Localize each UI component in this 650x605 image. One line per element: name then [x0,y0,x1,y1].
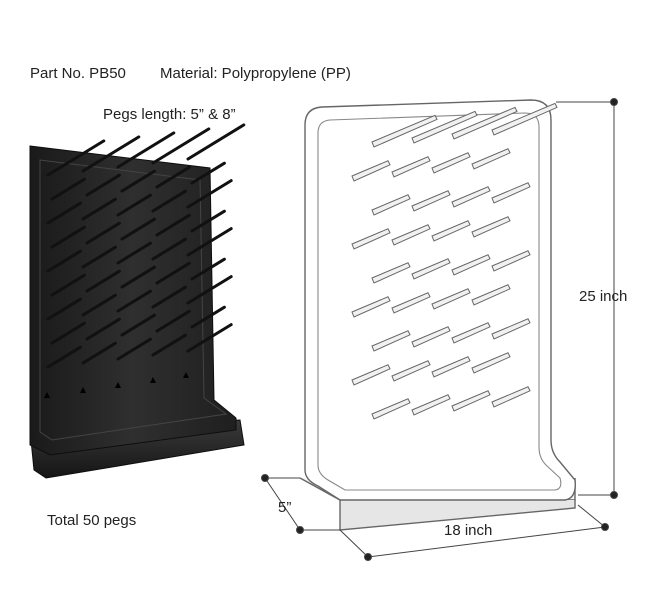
outline-peg [431,152,471,174]
outline-peg [411,394,451,416]
outline-peg [391,292,431,314]
rack-peg [81,135,141,173]
rack-peg [186,123,246,161]
rack-peg [190,257,226,281]
rack-peg [81,293,117,317]
outline-peg [351,364,391,386]
part-number-label: Part No. PB50 [30,65,126,82]
dimension-lines [261,98,618,561]
outline-peg [351,296,391,318]
rack-peg [81,245,117,269]
outline-peg [471,148,511,170]
outline-peg [491,386,531,408]
outline-peg [451,390,491,412]
rack-peg [190,305,226,329]
rack-peg [81,341,117,365]
outline-peg [471,352,511,374]
rack-peg [190,161,226,185]
outline-base-bottom [339,500,576,531]
rack-peg [116,131,176,169]
total-pegs-label: Total 50 pegs [47,512,137,529]
rack-peg [116,193,152,217]
outline-peg [411,190,451,212]
rack-peg [116,337,152,361]
rack-peg [116,241,152,265]
rack-peg [116,289,152,313]
rack-peg [85,221,121,245]
rack-peg [46,345,82,369]
rack-peg [46,297,82,321]
rack-peg [151,285,187,309]
outline-peg [391,224,431,246]
outline-peg [451,186,491,208]
rack-inner-rim [39,159,228,441]
outline-peg [451,254,491,276]
rack-peg [46,201,82,225]
rack-peg [85,269,121,293]
outline-peg [371,330,411,352]
outline-peg [431,288,471,310]
rack-peg [155,309,191,333]
rack-peg [50,273,86,297]
outline-peg [431,220,471,242]
outline-peg [491,102,558,136]
rack-peg [155,213,191,237]
outline-peg [451,322,491,344]
outline-peg [371,194,411,216]
rack-peg [190,209,226,233]
rack-peg [186,227,233,257]
rack-peg [120,313,156,337]
width-dimension-label: 18 inch [444,522,493,539]
material-label: Material: Polypropylene (PP) [160,65,351,82]
outline-peg [451,106,518,140]
outline-peg [351,160,391,182]
outline-peg [391,156,431,178]
rack-peg [151,237,187,261]
outline-pegs [351,102,558,420]
rack-peg [151,333,187,357]
outline-peg [471,216,511,238]
rack-pegs [46,123,246,369]
outline-peg [411,258,451,280]
outline-peg [371,262,411,284]
height-dimension-label: 25 inch [579,288,628,305]
outline-peg [351,228,391,250]
rack-peg [50,321,86,345]
outline-peg [431,356,471,378]
outline-peg [491,250,531,272]
rack-peg [46,249,82,273]
rack-peg [120,265,156,289]
rack-peg [50,177,86,201]
outline-peg [491,318,531,340]
rack-peg [186,275,233,305]
rack-peg [186,179,233,209]
outline-peg [491,182,531,204]
rack-peg [81,197,117,221]
rack-peg [85,173,121,197]
outline-peg [371,398,411,420]
outline-peg [391,360,431,382]
outline-board [304,99,576,501]
outline-peg [371,114,438,148]
rack-drain-holes [44,372,189,398]
outline-peg [471,284,511,306]
depth-dimension-label: 5” [278,499,292,516]
rack-peg [85,317,121,341]
rack-peg [155,261,191,285]
outline-peg [411,110,478,144]
pegs-length-label: Pegs length: 5” & 8” [103,106,236,123]
rack-peg [50,225,86,249]
rack-peg [120,217,156,241]
rack-peg [46,139,106,177]
outline-peg [411,326,451,348]
rack-peg [120,169,156,193]
rack-peg [151,127,211,165]
rack-peg [186,323,233,353]
rack-peg [151,189,187,213]
outline-inner-rim [317,112,562,491]
rack-peg [155,165,191,189]
